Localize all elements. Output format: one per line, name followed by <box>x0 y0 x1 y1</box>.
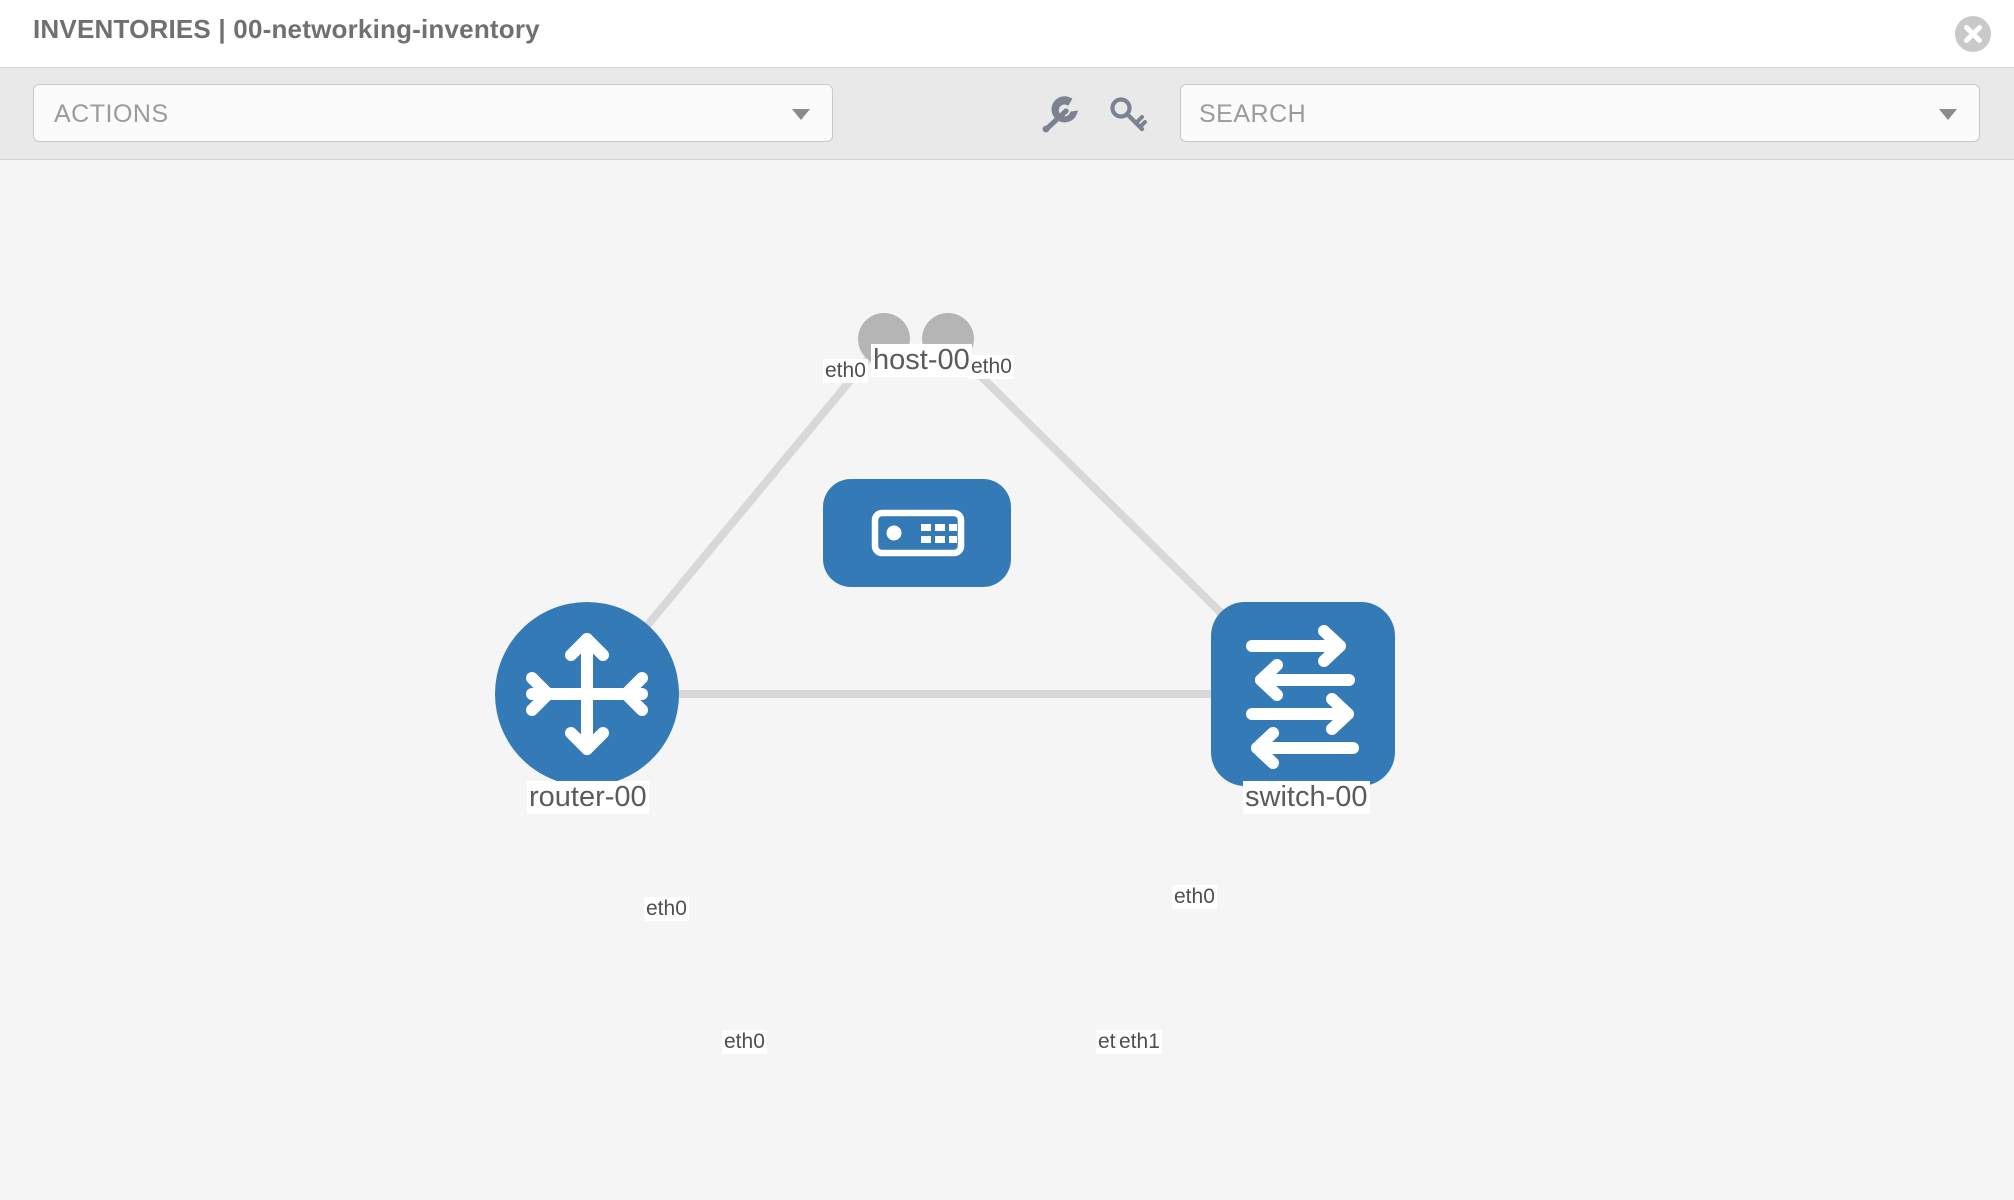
topology-canvas[interactable]: host-00 router-00 switch-00 eth0 eth0 et… <box>0 161 2014 1200</box>
node-label-router-00: router-00 <box>527 781 649 815</box>
topology-graph <box>495 313 1395 786</box>
link-host-router[interactable] <box>603 326 897 677</box>
iface-label-switch-eth1: eth1 <box>1117 1030 1162 1055</box>
iface-label-host-eth0-left: eth0 <box>823 359 868 384</box>
wrench-icon[interactable] <box>1036 92 1082 138</box>
search-input[interactable]: SEARCH <box>1180 84 1980 142</box>
chevron-down-icon <box>792 109 810 120</box>
iface-label-switch-eth0-up: eth0 <box>1172 885 1217 910</box>
page-title: INVENTORIES | 00-networking-inventory <box>33 14 540 44</box>
chevron-down-icon[interactable] <box>1939 109 1957 120</box>
search-input-value: SEARCH <box>1199 100 1307 128</box>
switch-arrows-icon <box>1246 625 1359 769</box>
router-arrows-icon <box>526 633 648 755</box>
node-label-host-00: host-00 <box>871 344 972 378</box>
iface-label-router-eth0-right: eth0 <box>722 1030 767 1055</box>
close-icon[interactable] <box>1954 15 1992 53</box>
server-icon <box>871 509 965 557</box>
topology-node-switch-00[interactable] <box>1211 602 1395 786</box>
window-header: INVENTORIES | 00-networking-inventory <box>0 0 2014 68</box>
node-label-switch-00: switch-00 <box>1243 781 1370 815</box>
actions-dropdown[interactable]: ACTIONS <box>33 84 833 142</box>
topology-node-host-00[interactable] <box>823 479 1011 587</box>
actions-dropdown-label: ACTIONS <box>54 100 169 128</box>
key-icon[interactable] <box>1105 92 1151 138</box>
iface-label-router-eth0-up: eth0 <box>644 897 689 922</box>
topology-node-router-00[interactable] <box>495 602 679 786</box>
iface-label-host-eth0-right: eth0 <box>969 355 1014 380</box>
